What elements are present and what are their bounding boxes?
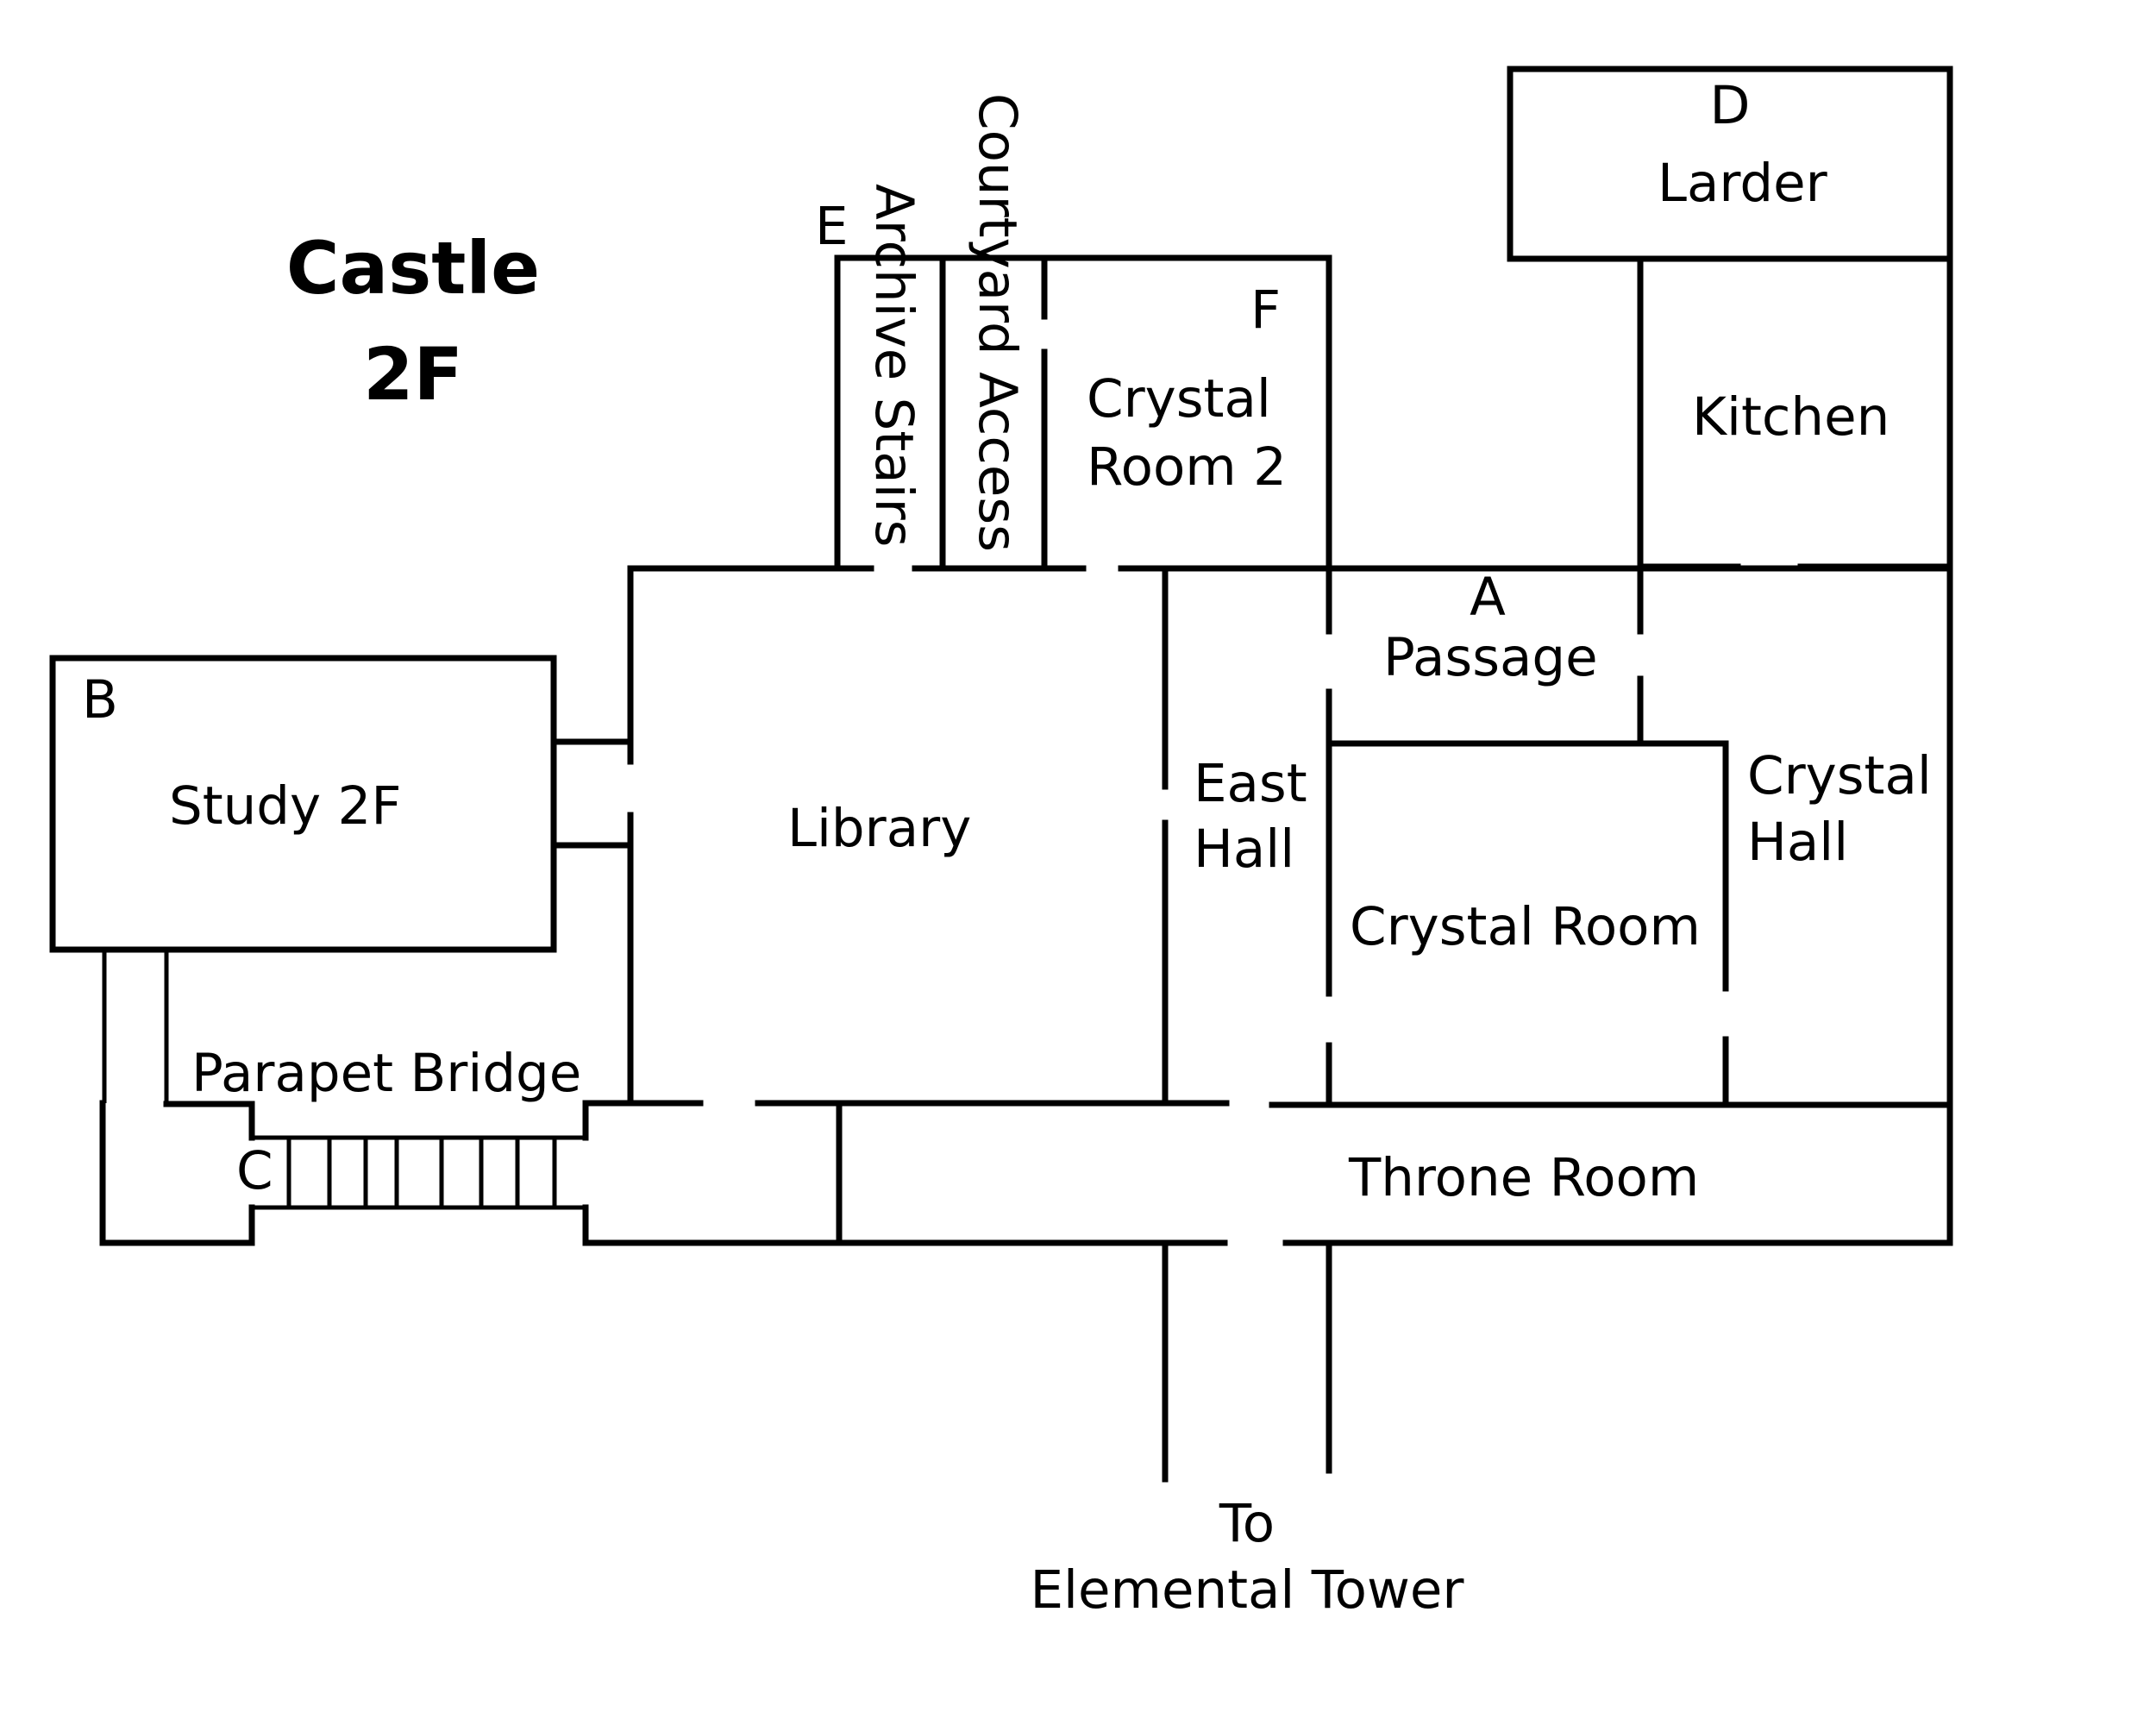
- room-label-east-hall-line1[interactable]: East: [1194, 753, 1307, 814]
- title-line-2: 2F: [363, 332, 463, 417]
- room-label-larder[interactable]: Larder: [1658, 153, 1828, 214]
- marker-e: E: [815, 196, 849, 257]
- marker-c: C: [236, 1140, 273, 1201]
- room-label-crystal-room-2-line1[interactable]: Crystal: [1087, 368, 1271, 430]
- marker-a: A: [1470, 567, 1506, 628]
- room-label-library[interactable]: Library: [787, 798, 971, 859]
- room-label-crystal-hall-line2[interactable]: Hall: [1747, 812, 1848, 873]
- room-study-walls: [49, 655, 557, 953]
- bridge-stairs: [252, 1135, 586, 1210]
- exit-label-line1[interactable]: To: [1219, 1493, 1275, 1554]
- walls: [49, 66, 1953, 1483]
- room-label-crystal-hall-line1[interactable]: Crystal: [1747, 745, 1932, 806]
- room-label-study[interactable]: Study 2F: [169, 775, 401, 837]
- room-label-passage[interactable]: Passage: [1383, 627, 1598, 688]
- room-label-crystal-room[interactable]: Crystal Room: [1350, 896, 1701, 957]
- room-labels: Study 2F Library Parapet Bridge Archive …: [169, 93, 1932, 1208]
- room-label-throne-room[interactable]: Throne Room: [1348, 1147, 1699, 1208]
- room-label-east-hall-line2[interactable]: Hall: [1194, 819, 1294, 880]
- marker-labels: A B C D E F: [82, 75, 1750, 1201]
- room-label-kitchen[interactable]: Kitchen: [1692, 386, 1890, 448]
- room-label-crystal-room-2-line2[interactable]: Room 2: [1087, 436, 1287, 498]
- map-title: Castle 2F: [286, 226, 540, 417]
- exit-label: To Elemental Tower: [1031, 1493, 1465, 1621]
- room-label-archive-stairs[interactable]: Archive Stairs: [863, 184, 924, 547]
- title-line-1: Castle: [286, 226, 540, 310]
- exit-label-line2[interactable]: Elemental Tower: [1031, 1559, 1465, 1621]
- room-label-courtyard-access[interactable]: Courtyard Access: [967, 93, 1028, 552]
- marker-f: F: [1250, 279, 1281, 341]
- marker-b: B: [82, 669, 118, 731]
- marker-d: D: [1710, 75, 1751, 136]
- room-label-parapet-bridge[interactable]: Parapet Bridge: [191, 1043, 581, 1104]
